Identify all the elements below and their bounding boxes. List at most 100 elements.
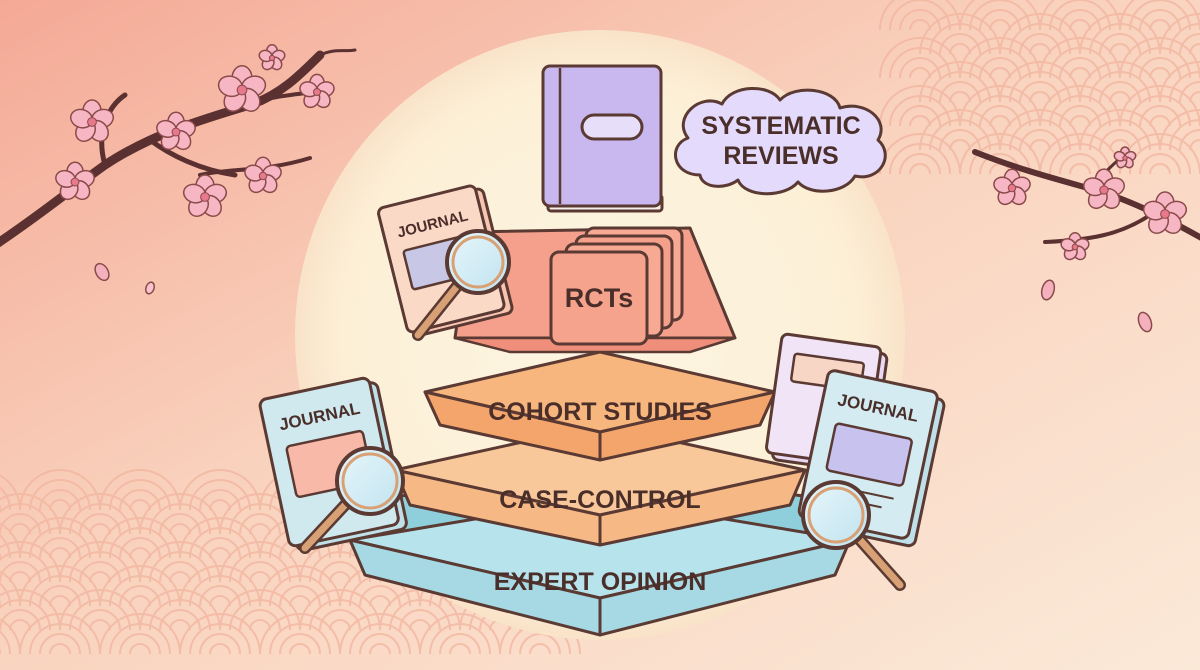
- magnifier-icon: [412, 229, 511, 341]
- wave-arc: [189, 575, 251, 607]
- wave-arc: [1149, 67, 1171, 79]
- wave-arc: [0, 570, 21, 607]
- wave-arc: [999, 109, 1081, 151]
- wave-arc: [209, 499, 231, 511]
- blossom-flower: [217, 65, 267, 112]
- wave-arc: [69, 551, 131, 583]
- rct-card-stack: [549, 226, 684, 346]
- wave-arc: [189, 479, 251, 511]
- wave-arc: [289, 643, 311, 655]
- wave-arc: [199, 585, 241, 607]
- wave-arc: [1159, 13, 1200, 55]
- wave-arc: [369, 643, 391, 655]
- wave-arc: [419, 613, 501, 655]
- wave-arc: [909, 19, 931, 31]
- falling-petals: [94, 262, 1153, 333]
- wave-arc: [1049, 47, 1111, 79]
- wave-arc: [889, 143, 951, 175]
- wave-arc: [1139, 9, 1181, 31]
- wave-arc: [269, 575, 331, 607]
- wave-arc: [19, 469, 101, 511]
- wave-arc: [219, 589, 301, 631]
- wave-arc: [9, 619, 31, 631]
- wave-arc: [269, 623, 331, 655]
- wave-arc: [1049, 95, 1111, 127]
- wave-arc: [109, 623, 171, 655]
- wave-arc: [189, 623, 251, 655]
- wave-arc: [1149, 19, 1171, 31]
- wave-arc: [1019, 81, 1061, 103]
- wave-arc: [899, 105, 941, 127]
- wave-arc: [319, 609, 361, 631]
- wave-arc: [0, 630, 11, 655]
- wave-arc: [1009, 71, 1071, 103]
- wave-arc: [0, 493, 61, 535]
- blossom-flower: [1142, 191, 1188, 235]
- wave-arc: [89, 571, 111, 583]
- wave-arc: [1099, 129, 1141, 151]
- wave-arc: [189, 527, 251, 559]
- wave-arc: [229, 599, 291, 631]
- wave-arc: [409, 619, 431, 631]
- wave-arc: [169, 619, 191, 631]
- wave-arc: [1159, 61, 1200, 103]
- wave-arc: [1029, 43, 1051, 55]
- wave-arc: [1189, 139, 1200, 151]
- blossom-flower: [156, 111, 196, 151]
- wave-arc: [229, 551, 291, 583]
- wave-arc: [889, 47, 951, 79]
- wave-arc: [0, 513, 41, 535]
- wave-arc: [1089, 71, 1151, 103]
- wave-arc: [359, 633, 401, 655]
- wave-arc: [0, 599, 51, 631]
- wave-arc: [949, 139, 971, 151]
- wave-arc: [279, 633, 321, 655]
- blossom-flower: [258, 44, 286, 71]
- wave-arc: [1039, 85, 1121, 127]
- wave-arc: [0, 486, 11, 511]
- wave-arc: [259, 613, 341, 655]
- wave-arc: [1149, 115, 1171, 127]
- wave-arc: [929, 23, 991, 55]
- wave-arc: [939, 33, 981, 55]
- wave-arc: [319, 561, 361, 583]
- wave-arc: [209, 547, 231, 559]
- wave-arc: [1119, 0, 1200, 31]
- magnifier-icon: [801, 480, 906, 591]
- wave-arc: [1119, 85, 1200, 127]
- wave-arc: [39, 585, 81, 607]
- wave-arc: [339, 613, 421, 655]
- wave-arc: [369, 595, 391, 607]
- wave-arc: [129, 547, 151, 559]
- blossom-flower: [244, 156, 282, 194]
- magnifier-icon: [299, 446, 405, 554]
- wave-arc: [89, 619, 111, 631]
- wave-arc: [149, 551, 211, 583]
- wave-arc: [0, 561, 41, 583]
- wave-arc: [1039, 0, 1121, 31]
- wave-arc: [199, 537, 241, 559]
- wave-arc: [149, 503, 211, 535]
- wave-arc: [139, 589, 221, 631]
- wave-arc: [169, 571, 191, 583]
- wave-arc: [159, 609, 201, 631]
- wave-arc: [1049, 0, 1111, 31]
- wave-arc: [0, 541, 61, 583]
- wave-arc: [989, 19, 1011, 31]
- wave-arc: [29, 527, 91, 559]
- wave-arc: [329, 619, 351, 631]
- wave-arc: [59, 589, 141, 631]
- wave-arc: [0, 589, 61, 631]
- wave-arc: [239, 513, 281, 535]
- wave-arc: [1059, 9, 1101, 31]
- wave-arc: [19, 517, 101, 559]
- wave-arc: [1049, 143, 1111, 175]
- label-systematic-reviews-line1: SYSTEMATIC: [701, 112, 860, 140]
- wave-arc: [879, 85, 961, 127]
- wave-arc: [979, 105, 1021, 127]
- wave-arc: [159, 513, 201, 535]
- wave-arc: [9, 523, 31, 535]
- wave-arc: [909, 67, 931, 79]
- wave-arc: [959, 85, 1041, 127]
